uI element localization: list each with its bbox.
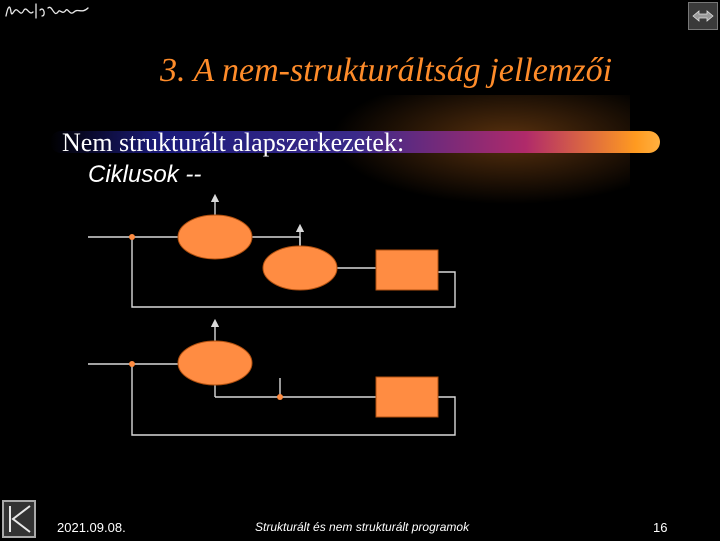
prev-next-arrows-icon[interactable] xyxy=(688,2,718,30)
top-process-2 xyxy=(262,245,338,291)
slide-heading: Nem strukturált alapszerkezetek: xyxy=(62,128,405,157)
bottom-process xyxy=(177,340,253,386)
bottom-junction-point-2 xyxy=(277,394,283,400)
top-block xyxy=(375,249,439,291)
footer-caption: Strukturált és nem strukturált programok xyxy=(255,520,470,534)
signature-logo xyxy=(5,3,89,19)
bottom-block xyxy=(375,376,439,418)
slide-title: 3. A nem-strukturáltság jellemzői xyxy=(160,52,613,89)
page-number: 16 xyxy=(653,520,668,535)
top-process-1 xyxy=(177,214,253,260)
slide-subheading: Ciklusok -- xyxy=(88,161,202,188)
first-slide-icon[interactable] xyxy=(2,500,36,538)
diagram-top-loop xyxy=(88,193,456,308)
bottom-feedback-line xyxy=(131,364,456,436)
footer-date: 2021.09.08. xyxy=(57,520,126,535)
top-feedback-line xyxy=(131,237,456,308)
heading-highlight-bar xyxy=(50,131,660,153)
top-junction-point xyxy=(129,234,135,240)
bottom-junction-point-1 xyxy=(129,361,135,367)
